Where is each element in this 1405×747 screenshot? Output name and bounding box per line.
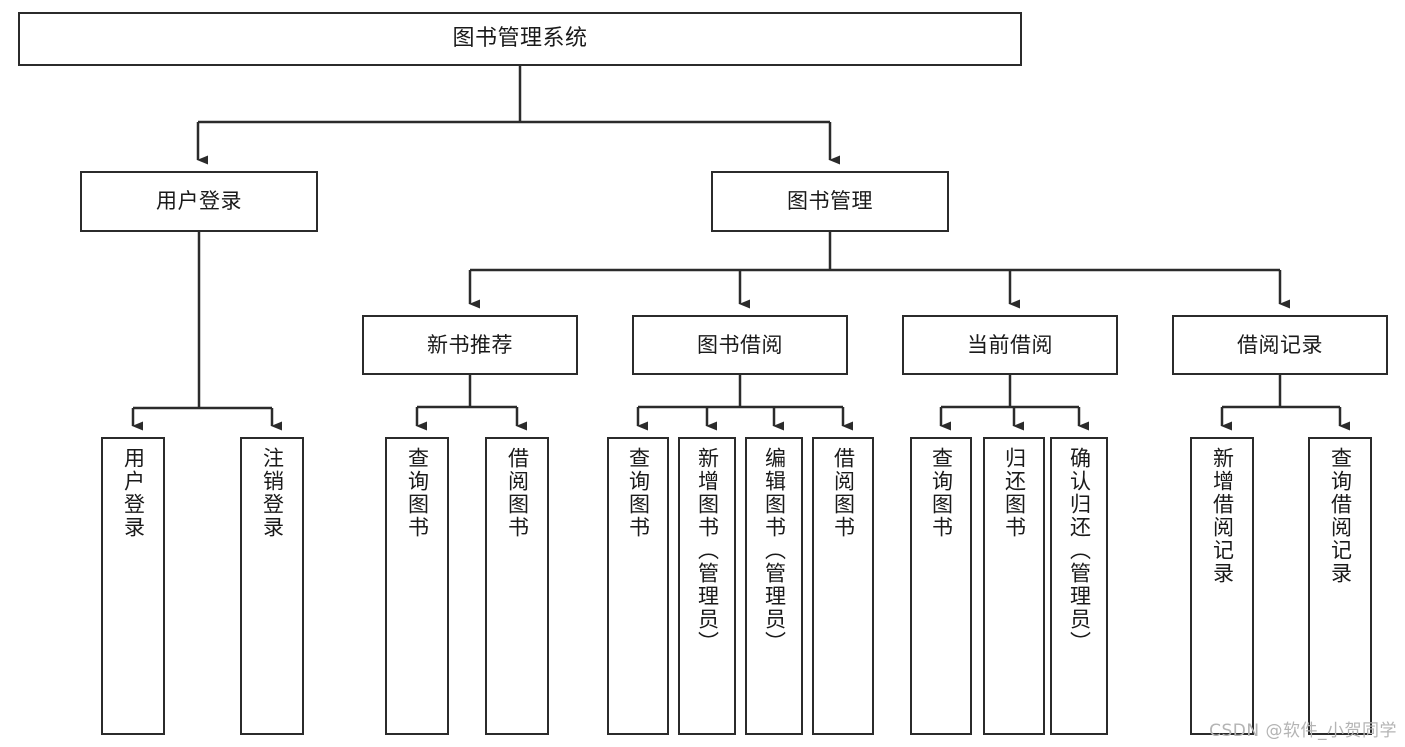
node-level2-2[interactable]: 图书借阅 <box>632 315 848 375</box>
node-root-title[interactable]: 图书管理系统 <box>18 12 1022 66</box>
node-leaf-9[interactable]: 查询图书 <box>910 437 972 735</box>
node-label: 图书管理系统 <box>452 26 588 52</box>
node-label: 归还图书 <box>1002 447 1027 539</box>
node-level2-3[interactable]: 当前借阅 <box>902 315 1118 375</box>
node-level1-1[interactable]: 用户登录 <box>80 171 318 232</box>
watermark-text: CSDN @软件_小贺同学 <box>1209 721 1397 741</box>
node-label: 查询图书 <box>405 447 430 539</box>
node-label: 图书管理 <box>787 189 873 214</box>
node-label: 编辑图书（管理员） <box>762 447 787 654</box>
node-label: 图书借阅 <box>697 332 783 357</box>
node-leaf-11[interactable]: 确认归还（管理员） <box>1050 437 1108 735</box>
node-label: 新增图书（管理员） <box>695 447 720 654</box>
node-leaf-6[interactable]: 新增图书（管理员） <box>678 437 736 735</box>
node-label: 新增借阅记录 <box>1210 447 1235 585</box>
node-leaf-2[interactable]: 注销登录 <box>240 437 304 735</box>
node-label: 借阅图书 <box>831 447 856 539</box>
node-label: 注销登录 <box>260 447 285 539</box>
node-leaf-1[interactable]: 用户登录 <box>101 437 165 735</box>
node-leaf-7[interactable]: 编辑图书（管理员） <box>745 437 803 735</box>
node-label: 查询图书 <box>929 447 954 539</box>
node-label: 当前借阅 <box>967 332 1053 357</box>
node-level2-1[interactable]: 新书推荐 <box>362 315 578 375</box>
node-label: 用户登录 <box>156 189 242 214</box>
node-level1-2[interactable]: 图书管理 <box>711 171 949 232</box>
node-leaf-13[interactable]: 查询借阅记录 <box>1308 437 1372 735</box>
node-label: 查询图书 <box>626 447 651 539</box>
node-label: 新书推荐 <box>427 332 513 357</box>
node-label: 用户登录 <box>121 447 146 539</box>
node-leaf-4[interactable]: 借阅图书 <box>485 437 549 735</box>
node-leaf-8[interactable]: 借阅图书 <box>812 437 874 735</box>
node-leaf-10[interactable]: 归还图书 <box>983 437 1045 735</box>
node-leaf-5[interactable]: 查询图书 <box>607 437 669 735</box>
node-leaf-3[interactable]: 查询图书 <box>385 437 449 735</box>
node-level2-4[interactable]: 借阅记录 <box>1172 315 1388 375</box>
node-leaf-12[interactable]: 新增借阅记录 <box>1190 437 1254 735</box>
node-label: 查询借阅记录 <box>1328 447 1353 585</box>
node-label: 借阅记录 <box>1237 332 1323 357</box>
node-label: 借阅图书 <box>505 447 530 539</box>
node-label: 确认归还（管理员） <box>1067 447 1092 654</box>
